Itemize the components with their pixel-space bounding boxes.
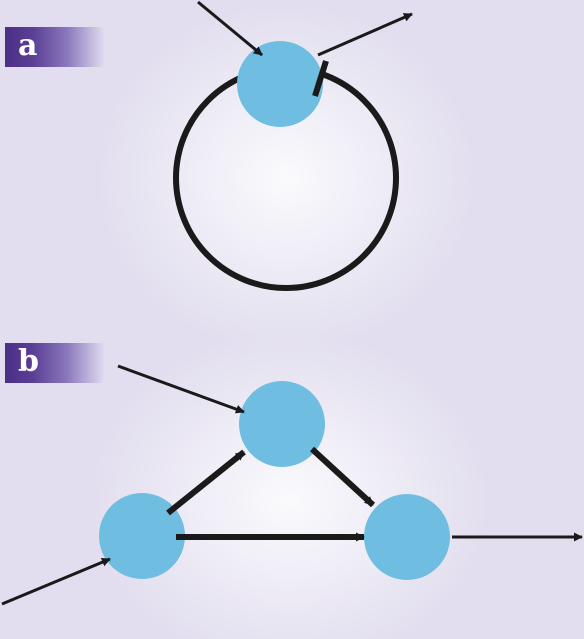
input-arrow-b-left (1, 557, 111, 606)
node-a (237, 41, 323, 127)
edge-top-to-right (309, 446, 376, 508)
panel-label-b: b (5, 343, 105, 383)
input-arrow-a (197, 0, 263, 57)
node-b-left (99, 493, 185, 579)
input-arrow-b-top (117, 364, 245, 414)
panel-b-motif (1, 364, 583, 606)
repression-bar (312, 60, 329, 97)
node-b-right (364, 494, 450, 580)
panel-a-glow (96, 3, 476, 353)
panel-label-a: a (5, 27, 105, 67)
panel-a-motif (173, 0, 413, 291)
output-arrow-a (317, 12, 413, 57)
edge-left-to-top (166, 449, 246, 516)
node-b-top (239, 381, 325, 467)
